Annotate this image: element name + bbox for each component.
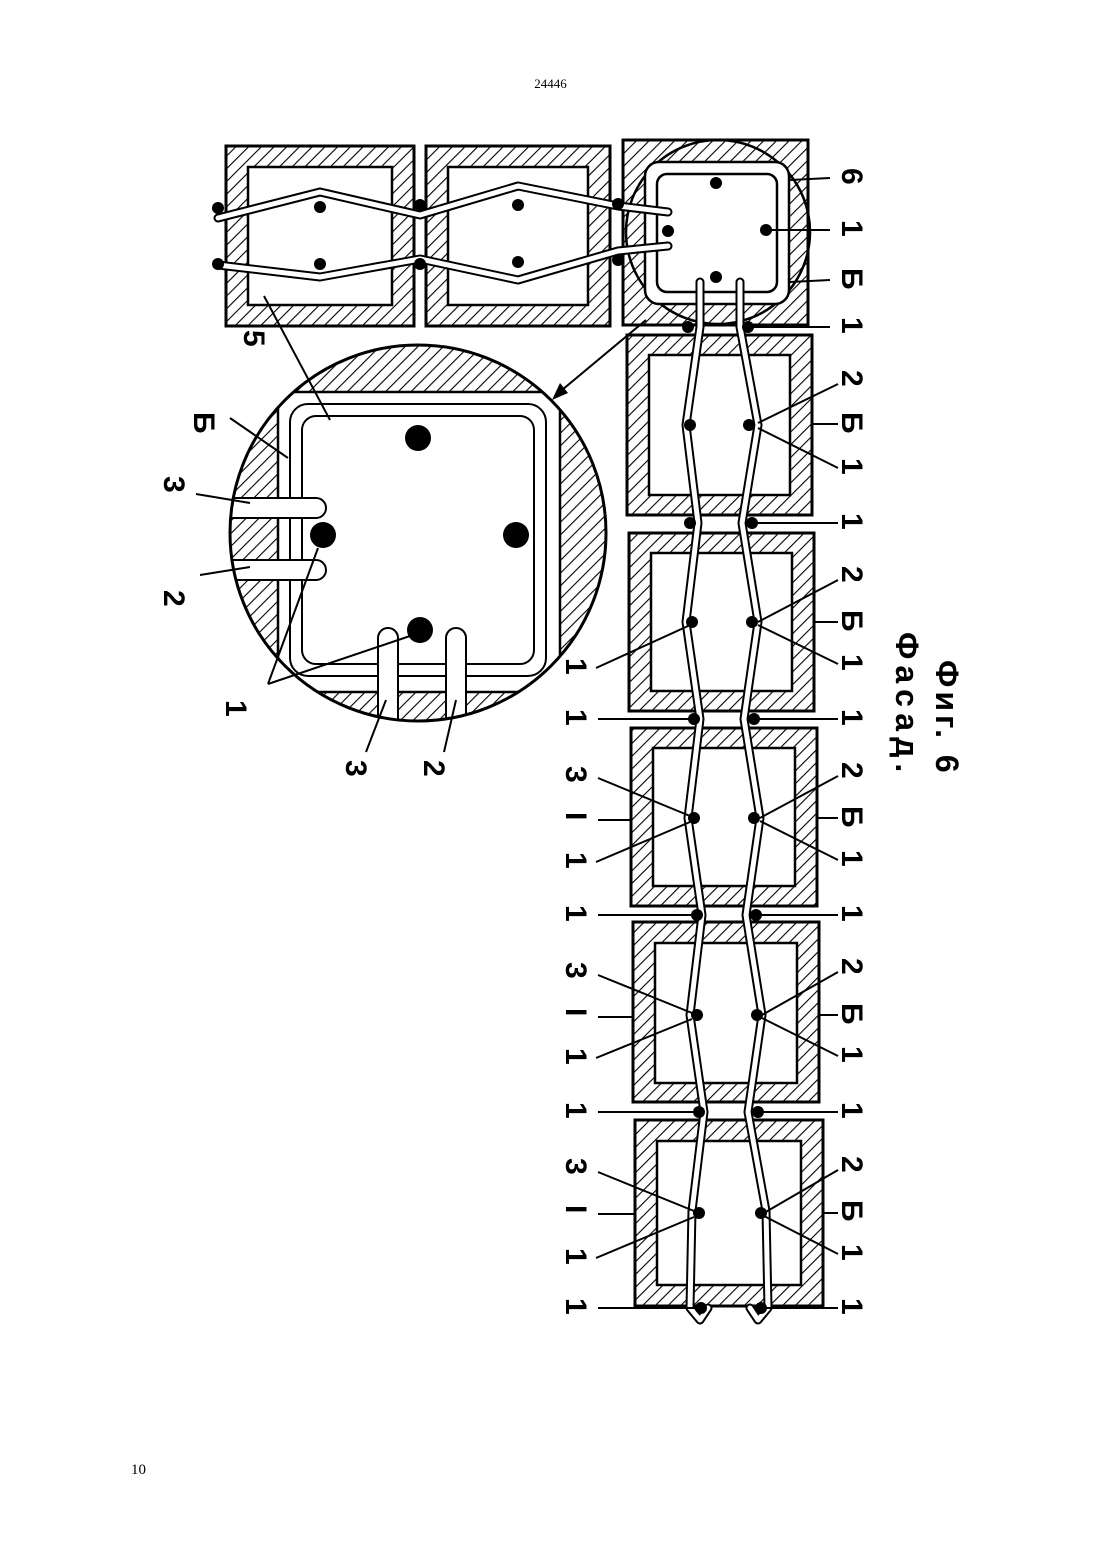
label-rod: 1	[559, 905, 592, 922]
label-clip-3: 3	[559, 1158, 592, 1175]
rod	[691, 1009, 703, 1021]
label-rod: 1	[835, 905, 868, 922]
rod	[695, 1302, 707, 1314]
labels: 5 Б 3 2 1 3 2 6 1 Б 1 2 Б 1 1 2 Б 1 1 2 …	[157, 168, 965, 1315]
rod	[512, 256, 524, 268]
label-rod: 1	[835, 1298, 868, 1315]
rod	[710, 177, 722, 189]
rod	[693, 1207, 705, 1219]
label-rod: 1	[559, 709, 592, 726]
vertical-block-column	[627, 335, 823, 1306]
detail-rod	[405, 425, 431, 451]
block-v-2-cavity	[651, 553, 792, 691]
label-block: Б	[835, 610, 868, 632]
label-clip-3: 3	[157, 476, 190, 493]
label-frame-5: 5	[237, 330, 270, 347]
label-clip-2: 2	[835, 762, 868, 779]
label-clip-3: 3	[339, 760, 372, 777]
label-block: Б	[187, 412, 220, 434]
rod	[314, 201, 326, 213]
label-rod: 1	[835, 220, 868, 237]
label-rod: 1	[559, 658, 592, 675]
rod	[612, 254, 624, 266]
rod	[212, 258, 224, 270]
label-clip-2: 2	[835, 566, 868, 583]
label-clip-3: 3	[559, 962, 592, 979]
label-block: Б	[835, 806, 868, 828]
label-rod: 1	[559, 1048, 592, 1065]
rod	[684, 419, 696, 431]
rod	[693, 1106, 705, 1118]
block-v-4-cavity	[655, 943, 797, 1083]
label-joint-I: I	[559, 1205, 592, 1213]
label-rod: 1	[835, 317, 868, 334]
block-v-5-cavity	[657, 1141, 801, 1285]
label-rod: 1	[835, 709, 868, 726]
rod	[612, 198, 624, 210]
rod	[691, 909, 703, 921]
rod	[751, 1009, 763, 1021]
label-rod: 1	[559, 1298, 592, 1315]
detail-rod	[407, 617, 433, 643]
block-v-3-cavity	[653, 748, 795, 886]
label-block: Б	[835, 1200, 868, 1222]
rod	[662, 225, 674, 237]
label-block: Б	[835, 412, 868, 434]
label-joint-I: I	[559, 812, 592, 820]
rod	[212, 202, 224, 214]
label-rod: 1	[219, 700, 252, 717]
label-rod: 1	[559, 1102, 592, 1119]
label-rod: 1	[835, 654, 868, 671]
label-block: Б	[835, 1003, 868, 1025]
rod	[314, 258, 326, 270]
label-joint-I: I	[559, 1008, 592, 1016]
label-rod: 1	[835, 513, 868, 530]
label-clip-3: 3	[559, 766, 592, 783]
label-clip-2: 2	[417, 760, 450, 777]
label-rod: 1	[559, 852, 592, 869]
caption-facade: Фасад.	[889, 632, 925, 778]
label-rod: 1	[835, 458, 868, 475]
rod	[755, 1302, 767, 1314]
rod	[414, 258, 426, 270]
rod	[710, 271, 722, 283]
label-rod: 1	[835, 1046, 868, 1063]
rod	[746, 616, 758, 628]
rod	[682, 321, 694, 333]
rod	[414, 199, 426, 211]
label-rod: 1	[835, 850, 868, 867]
label-rod: 1	[835, 1102, 868, 1119]
caption-figure: Фиг. 6	[929, 660, 965, 777]
rod	[748, 812, 760, 824]
label-clip-2: 2	[157, 590, 190, 607]
block-v-1-cavity	[649, 355, 790, 495]
label-rod: 1	[559, 1248, 592, 1265]
top-block-row	[226, 140, 810, 326]
label-clip-2: 2	[835, 370, 868, 387]
detail-rod	[503, 522, 529, 548]
label-clip-2: 2	[835, 958, 868, 975]
label-rod: 1	[835, 1244, 868, 1261]
label-frame-6: 6	[835, 168, 868, 185]
label-clip-2: 2	[835, 1156, 868, 1173]
label-block: Б	[835, 268, 868, 290]
rod	[743, 419, 755, 431]
rod	[512, 199, 524, 211]
detail-rod	[310, 522, 336, 548]
detail-view	[230, 345, 610, 725]
rod	[684, 517, 696, 529]
